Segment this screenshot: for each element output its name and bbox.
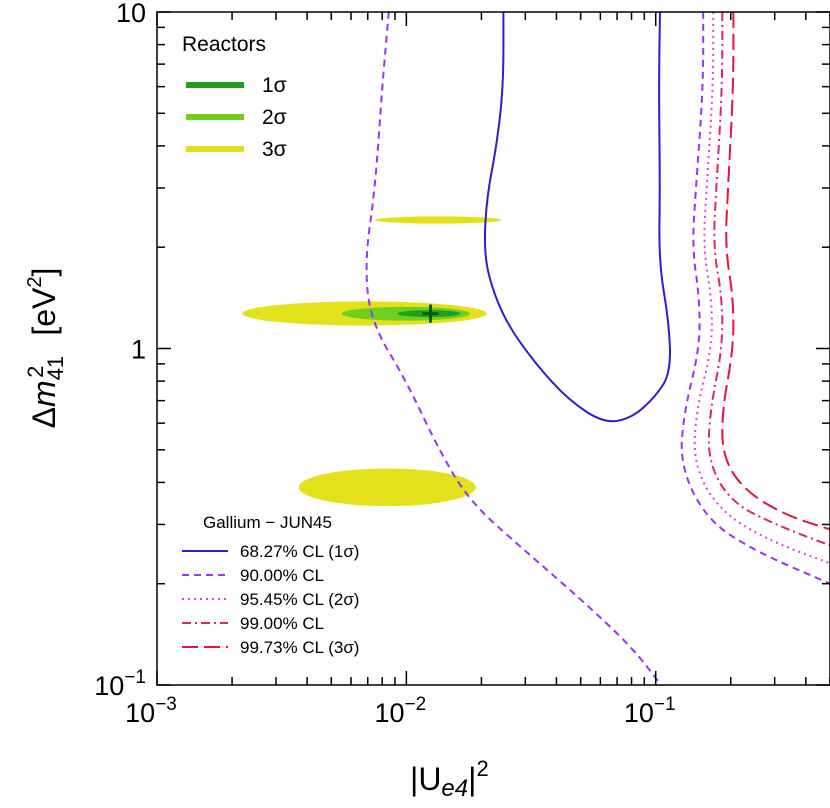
legend-reactors: Reactors 1σ 2σ 3σ xyxy=(176,30,306,170)
x-tick-label-1: 10−3 xyxy=(125,694,177,728)
axis-ticks xyxy=(156,11,830,686)
legend-reactors-label-2: 2σ xyxy=(262,106,287,129)
legend-reactors-label-1: 1σ xyxy=(262,74,287,97)
legend-gallium: Gallium − JUN45 68.27% CL (1σ) 90.00% CL 9… xyxy=(176,510,376,670)
y-tick-label-1: 10−1 xyxy=(94,667,146,701)
legend-gallium-background xyxy=(176,510,376,670)
gallium-contour-1 xyxy=(483,12,671,423)
reactor-region-1-1 xyxy=(375,216,502,224)
y-tick-label-3: 10 xyxy=(116,0,146,28)
gallium-contour-5 xyxy=(707,12,830,547)
plot-frame xyxy=(156,11,830,686)
tick-labels: 10−3 10−2 10−1 10−1 1 10 xyxy=(94,0,675,728)
y-axis-label: Δm412[eV2] xyxy=(23,268,68,429)
legend-gallium-label-4: 99.00% CL xyxy=(240,614,324,633)
y-axis-label-sub: 41 xyxy=(43,356,68,380)
y-axis-label-unit-sup: 2 xyxy=(24,276,46,287)
best-fit-marker xyxy=(422,304,439,323)
legend-reactors-label-3: 3σ xyxy=(262,138,287,161)
x-axis-label-sub: e4 xyxy=(441,775,468,802)
y-axis-label-unit-close: ] xyxy=(26,268,62,277)
legend-gallium-label-1: 68.27% CL (1σ) xyxy=(240,542,359,561)
y-axis-label-delta: Δ xyxy=(26,407,62,428)
x-axis-label-bar: | xyxy=(468,761,476,797)
legend-gallium-label-2: 90.00% CL xyxy=(240,566,324,585)
x-axis-label-base: |U xyxy=(410,761,441,797)
legend-reactors-title: Reactors xyxy=(182,33,266,56)
legend-gallium-label-3: 95.45% CL (2σ) xyxy=(240,590,359,609)
legend-gallium-label-5: 99.73% CL (3σ) xyxy=(240,638,359,657)
reactor-regions xyxy=(242,216,502,507)
gallium-contour-4 xyxy=(693,12,830,565)
x-axis-label: |Ue4|2 xyxy=(410,756,489,802)
gallium-contour-6 xyxy=(721,12,830,531)
legend-gallium-title: Gallium − JUN45 xyxy=(203,513,332,532)
y-axis-label-sup: 2 xyxy=(23,366,48,378)
y-tick-label-2: 1 xyxy=(131,335,146,365)
y-axis-label-m: m xyxy=(26,380,62,407)
x-tick-label-3: 10−1 xyxy=(624,694,676,728)
y-axis-label-unit-open: [eV xyxy=(26,287,62,336)
gallium-contour-3 xyxy=(680,12,830,585)
y-axis-label-text: Δm412[eV2] xyxy=(23,268,68,429)
reactor-region-1-3 xyxy=(298,468,476,507)
gallium-contours xyxy=(365,12,830,685)
x-tick-label-2: 10−2 xyxy=(374,694,426,728)
x-axis-label-sup: 2 xyxy=(476,756,488,781)
